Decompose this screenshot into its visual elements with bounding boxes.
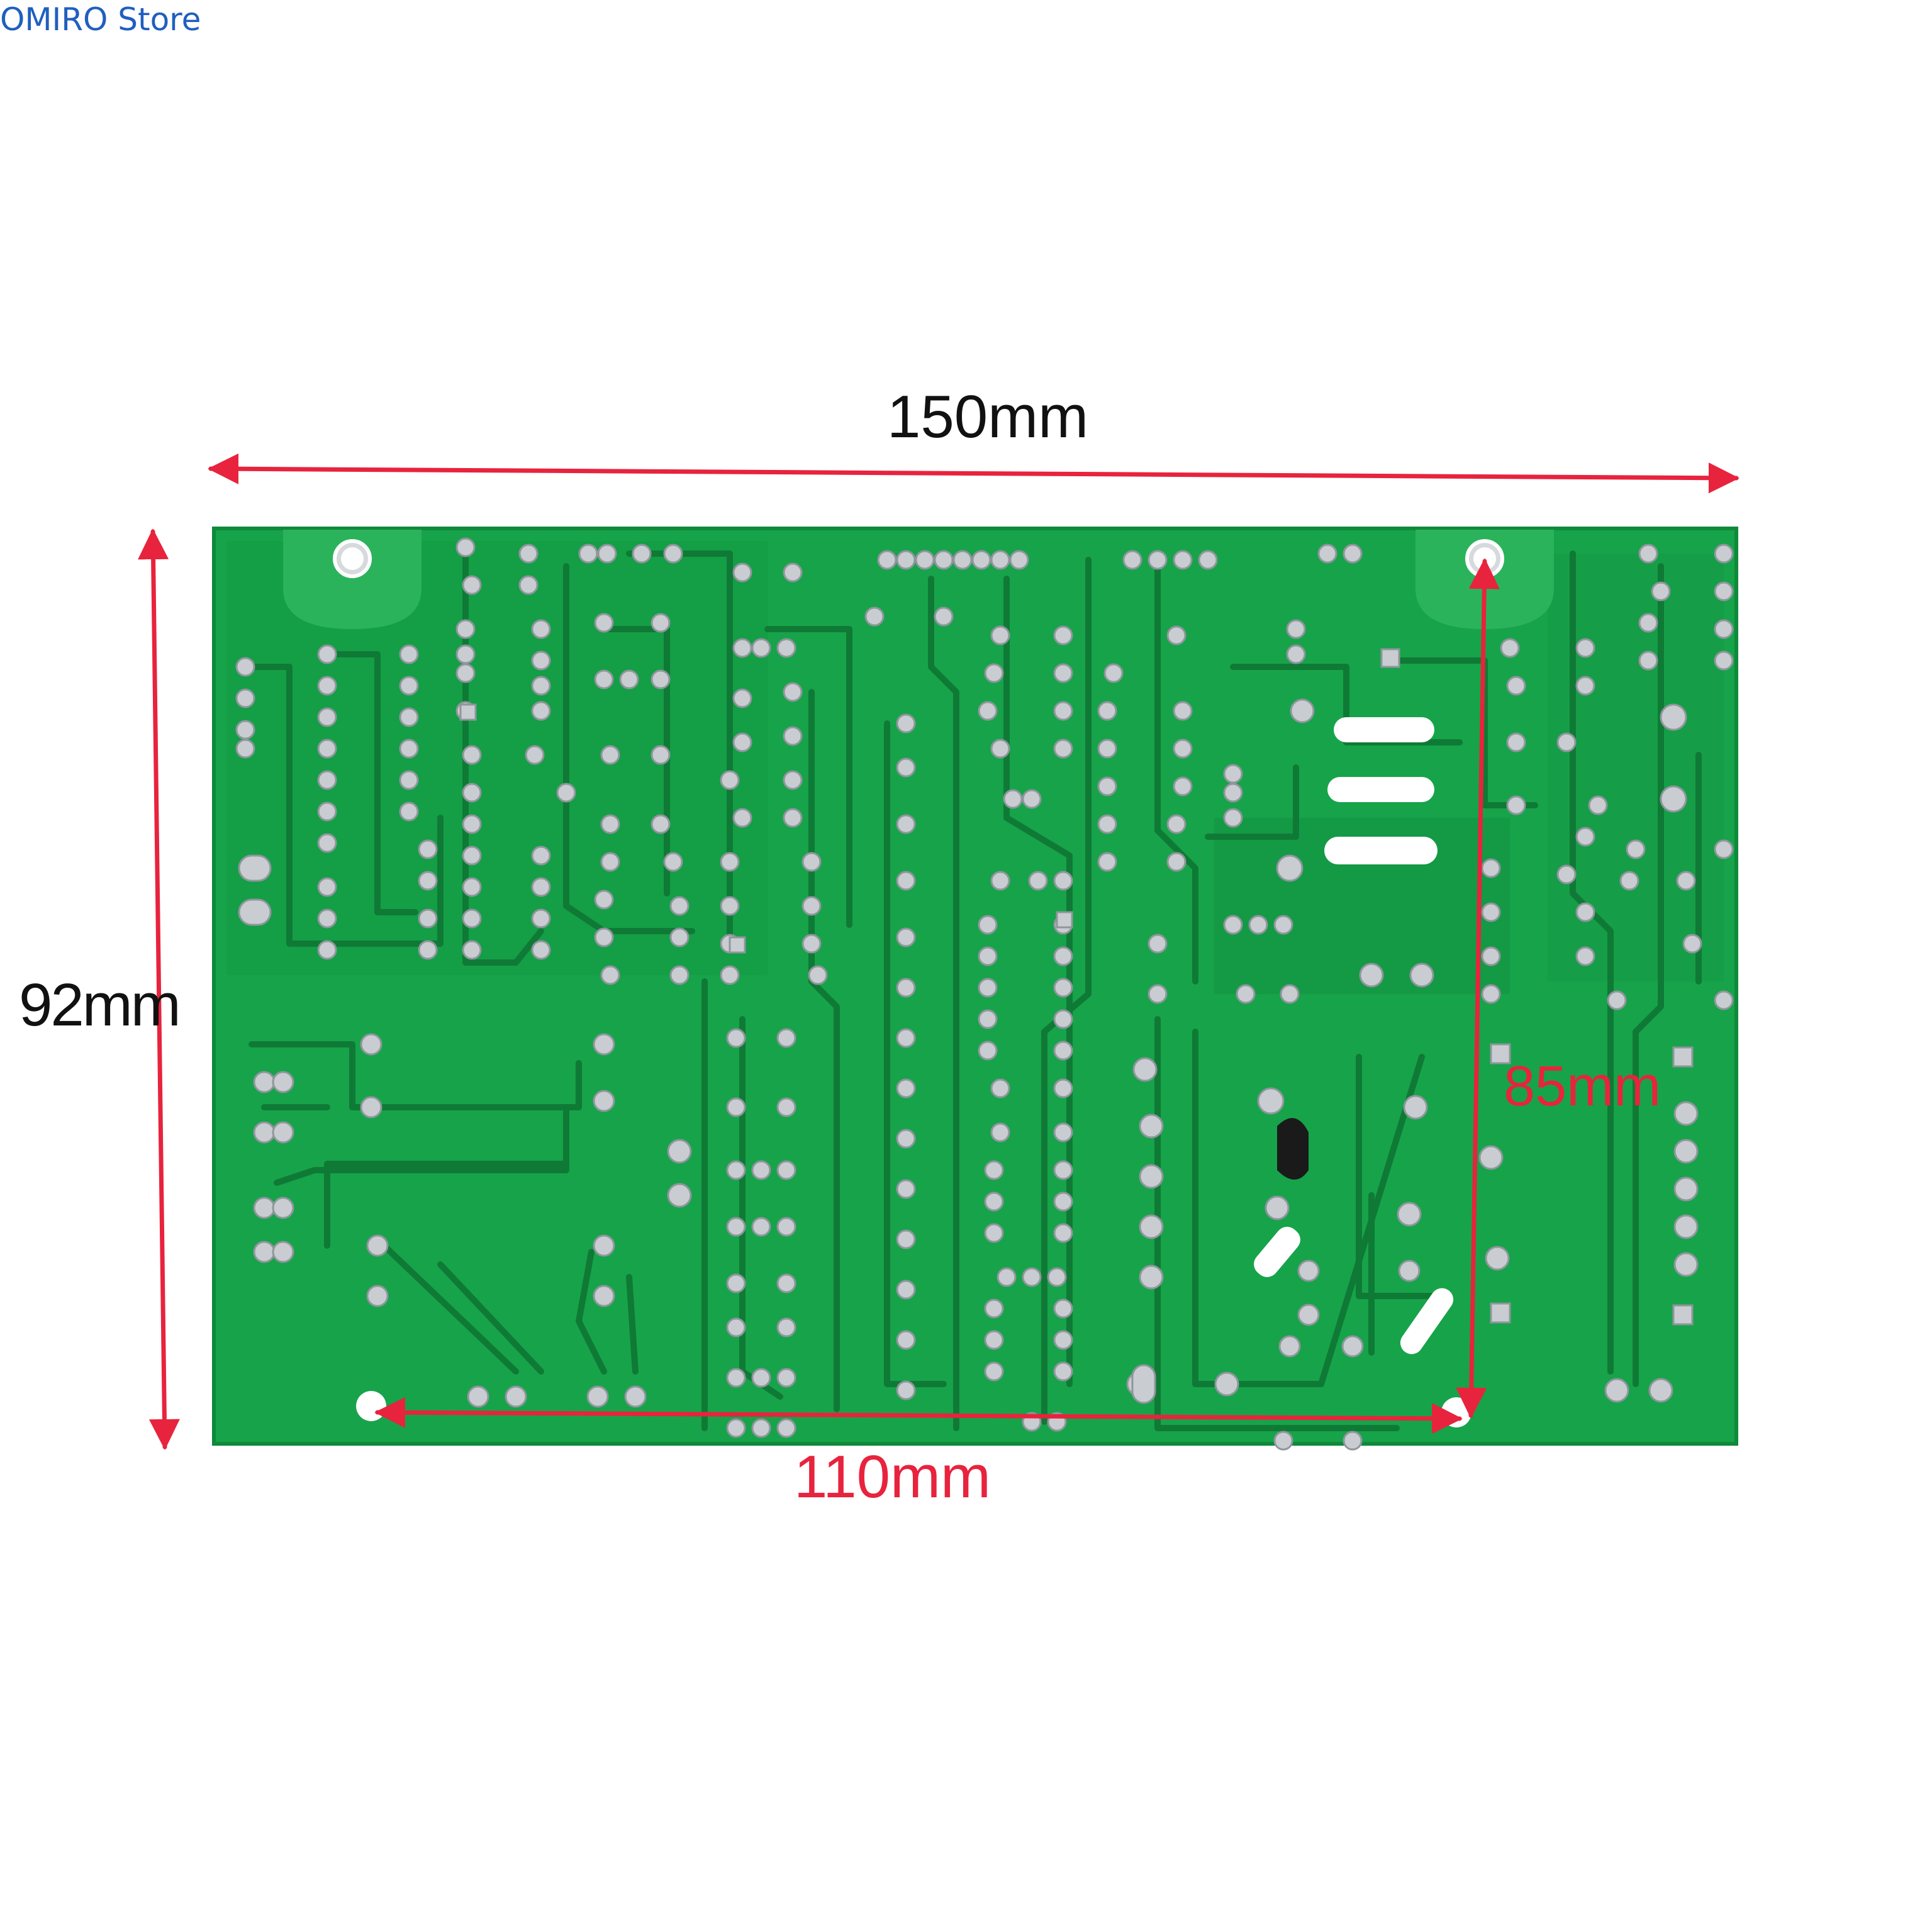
hole-horizontal-arrow — [374, 1397, 1463, 1434]
hole-horizontal-label: 110mm — [794, 1443, 991, 1510]
width-arrow — [208, 453, 1739, 494]
dimension-arrows — [138, 453, 1739, 1450]
store-name: OMIRO Store — [0, 1, 201, 38]
circuit-board — [212, 527, 1738, 1451]
height-label: 92mm — [19, 971, 181, 1039]
mounting-hole-lobe — [283, 530, 422, 629]
hole-vertical-label: 85mm — [1504, 1055, 1661, 1118]
height-arrow — [138, 528, 180, 1450]
board-slots — [1324, 717, 1438, 864]
width-label: 150mm — [887, 383, 1089, 450]
pcb-traces — [242, 544, 1702, 1431]
hole-vertical-arrow — [1456, 558, 1500, 1419]
solder-pads — [235, 537, 1734, 1451]
board-dark-slot — [1254, 1118, 1454, 1354]
